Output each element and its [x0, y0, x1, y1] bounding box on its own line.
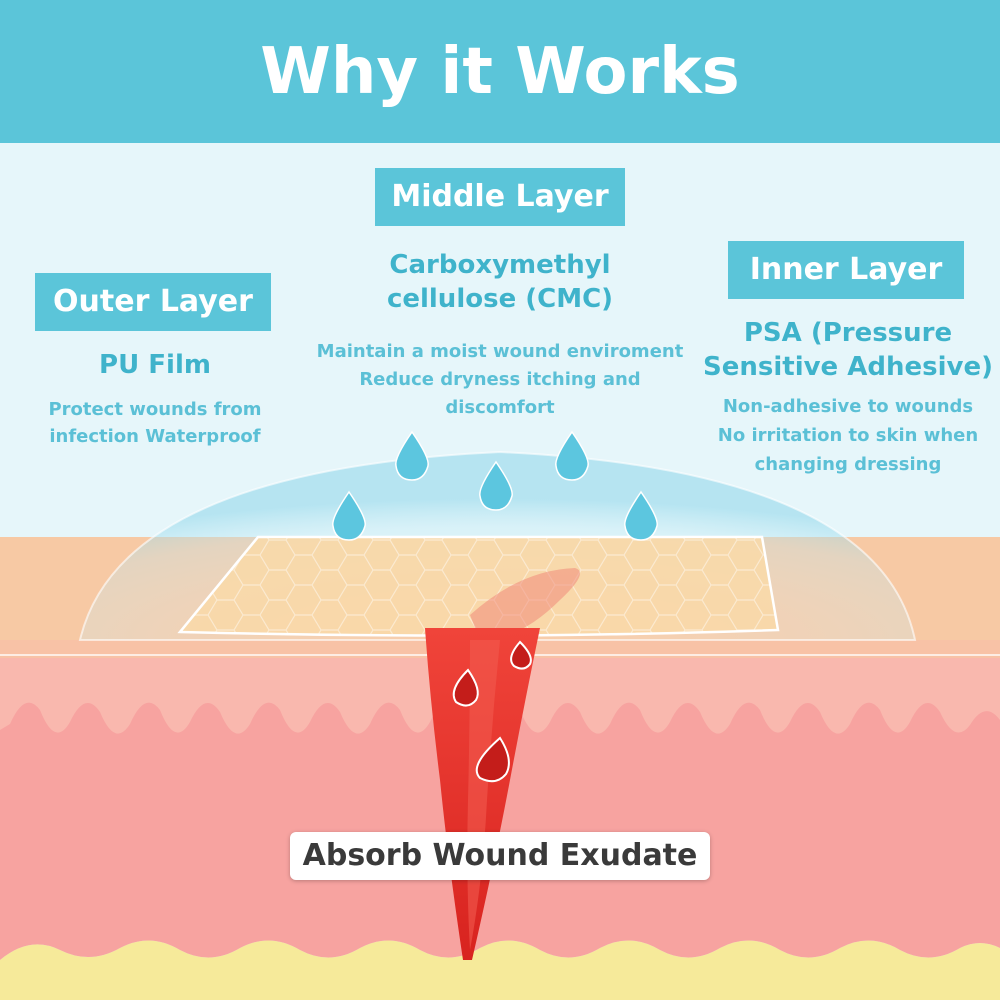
outer-desc-line-1: Protect wounds from	[48, 399, 262, 420]
blood-droplets	[452, 640, 532, 783]
fat-layer	[0, 940, 1000, 1000]
inner-material-line-2: Sensitive Adhesive)	[703, 352, 993, 382]
gel-absorption	[470, 568, 580, 640]
inner-layer-heading: Inner Layer	[728, 241, 964, 299]
inner-desc-line-3: changing dressing	[754, 454, 942, 475]
absorb-exudate-callout: Absorb Wound Exudate	[290, 832, 710, 880]
header-banner	[0, 0, 1000, 143]
middle-desc-line-1: Maintain a moist wound enviroment	[316, 341, 684, 362]
inner-material-line-1: PSA (Pressure	[743, 318, 953, 348]
inner-desc-line-2: No irritation to skin when	[717, 425, 979, 446]
inner-desc-line-1: Non-adhesive to wounds	[722, 396, 974, 417]
water-droplets	[332, 430, 658, 541]
inner-layer-description: Non-adhesive to wounds No irritation to …	[700, 392, 996, 479]
inner-layer-material: PSA (Pressure Sensitive Adhesive)	[700, 316, 996, 384]
middle-desc-line-3: discomfort	[445, 397, 555, 418]
middle-desc-line-2: Reduce dryness itching and	[359, 369, 641, 390]
middle-material-line-1: Carboxymethyl	[389, 250, 611, 280]
page-title: Why it Works	[260, 35, 740, 109]
outer-layer-heading: Outer Layer	[35, 273, 271, 331]
middle-layer-heading: Middle Layer	[375, 168, 625, 226]
outer-layer-description: Protect wounds from infection Waterproof	[35, 396, 275, 450]
middle-material-line-2: cellulose (CMC)	[386, 284, 614, 314]
middle-layer-description: Maintain a moist wound enviroment Reduce…	[310, 338, 690, 422]
outer-layer-material: PU Film	[99, 350, 211, 380]
middle-layer-material: Carboxymethyl cellulose (CMC)	[330, 248, 670, 316]
outer-desc-line-2: infection Waterproof	[49, 426, 261, 447]
